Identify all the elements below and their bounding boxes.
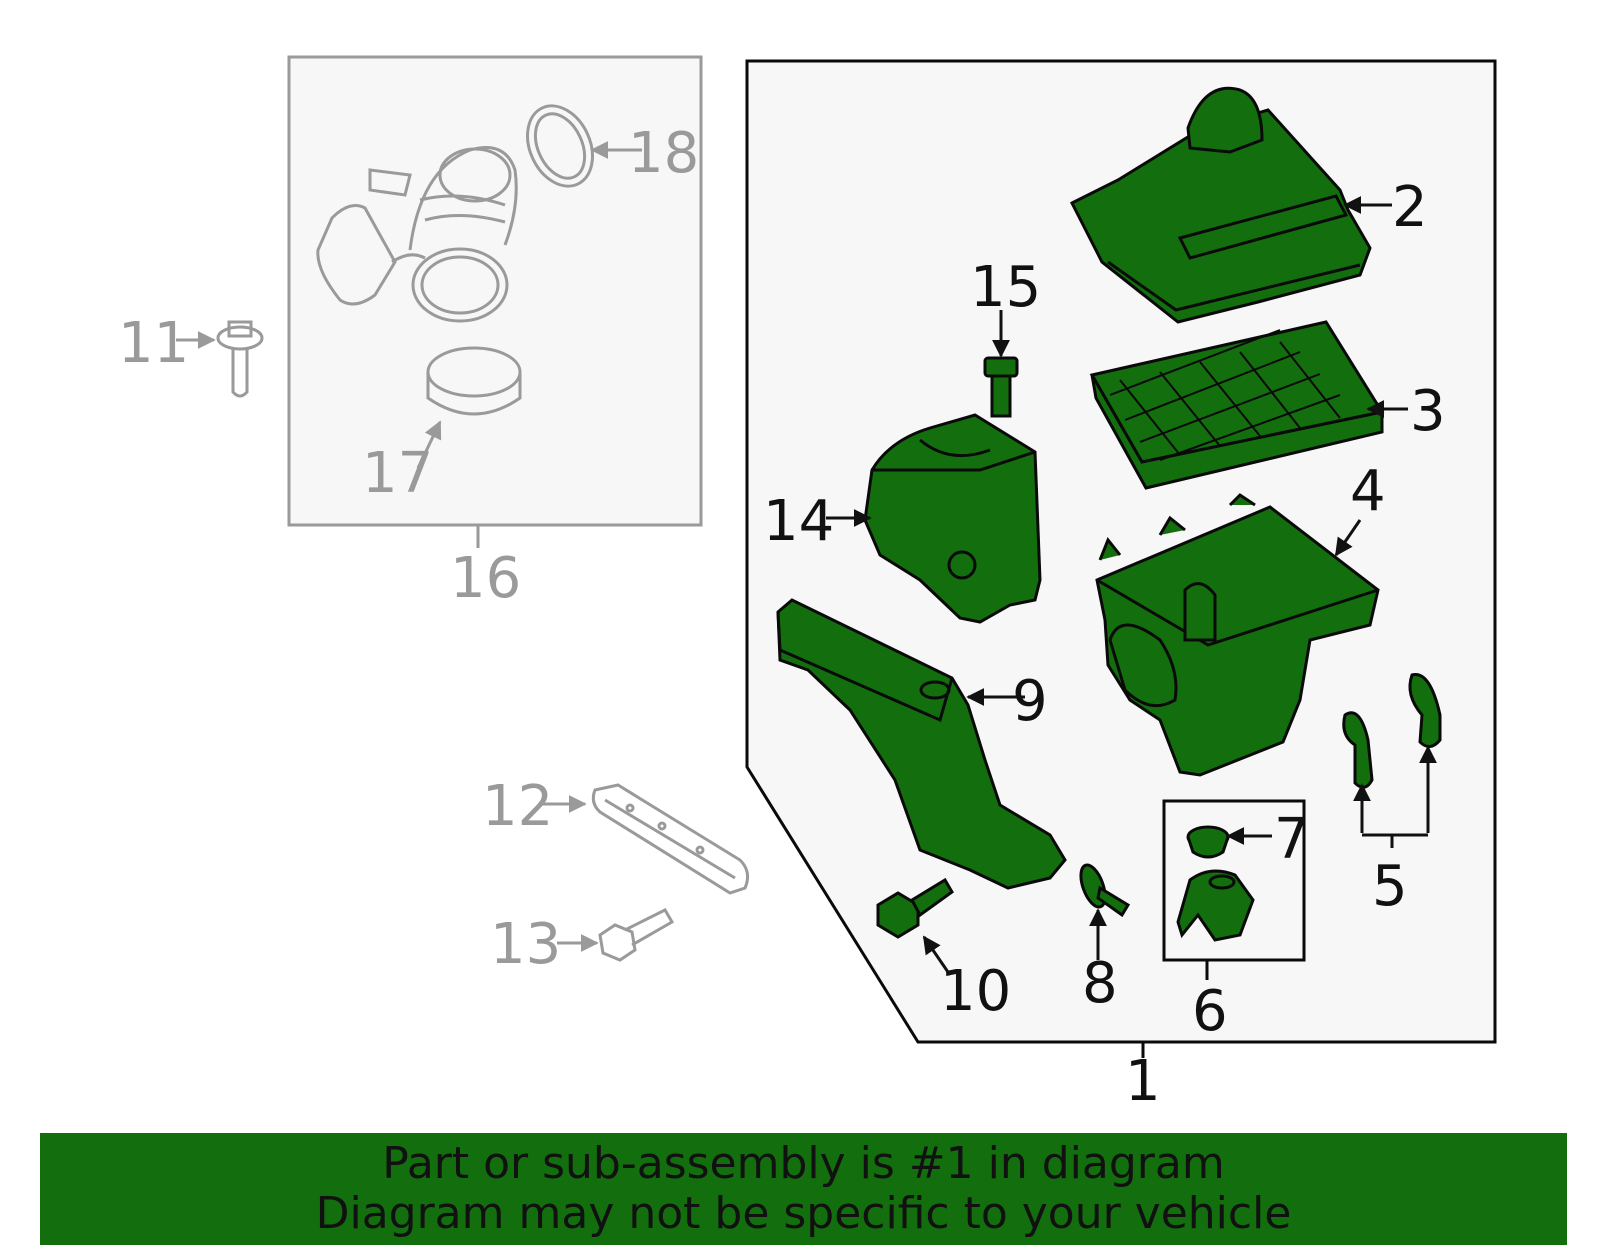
callout-8: 8 (1082, 951, 1118, 1016)
callout-15: 15 (970, 255, 1041, 320)
clips-5-part (1342, 673, 1442, 789)
callout-3: 3 (1410, 379, 1446, 444)
bracket-6-part (1176, 869, 1255, 942)
bolt-13-part (598, 908, 675, 962)
kit-6-box (1162, 799, 1306, 980)
banner-line-1: Part or sub-assembly is #1 in diagram (382, 1138, 1225, 1189)
bracket-12-part (591, 783, 750, 895)
air-duct-9-part (776, 598, 1067, 890)
air-cleaner-cover-part (1069, 86, 1372, 324)
callout-17: 17 (362, 441, 433, 506)
resonator-14-part (863, 413, 1042, 624)
callout-5: 5 (1372, 854, 1408, 919)
info-banner: Part or sub-assembly is #1 in diagram Di… (40, 1133, 1567, 1245)
grommet-7-part (1186, 825, 1230, 859)
callout-10: 10 (940, 959, 1011, 1024)
callout-6: 6 (1192, 979, 1228, 1044)
leader-lines-grey (176, 141, 642, 952)
leader-lines (826, 196, 1437, 976)
panel-16 (287, 55, 703, 548)
callout-2: 2 (1392, 175, 1428, 240)
throttle-body-part (316, 146, 518, 323)
bolt-11-part (216, 320, 264, 398)
grommet-8-part (1079, 863, 1131, 918)
callout-14: 14 (763, 489, 834, 554)
callout-11: 11 (118, 311, 189, 376)
callout-4: 4 (1350, 459, 1386, 524)
air-cleaner-body-part (1095, 493, 1380, 777)
callout-7: 7 (1274, 807, 1310, 872)
callout-16: 16 (450, 546, 521, 611)
banner-line-2: Diagram may not be specific to your vehi… (315, 1188, 1292, 1239)
clamp-17-part (426, 346, 522, 416)
callout-12: 12 (482, 774, 553, 839)
callout-1: 1 (1125, 1049, 1161, 1114)
callout-13: 13 (490, 912, 561, 977)
bolt-10-part (876, 877, 954, 939)
clamp-18-part (526, 104, 594, 188)
callout-9: 9 (1012, 669, 1048, 734)
callout-18: 18 (628, 121, 699, 186)
bolt-15-part (983, 356, 1019, 418)
air-filter-part (1089, 320, 1385, 490)
